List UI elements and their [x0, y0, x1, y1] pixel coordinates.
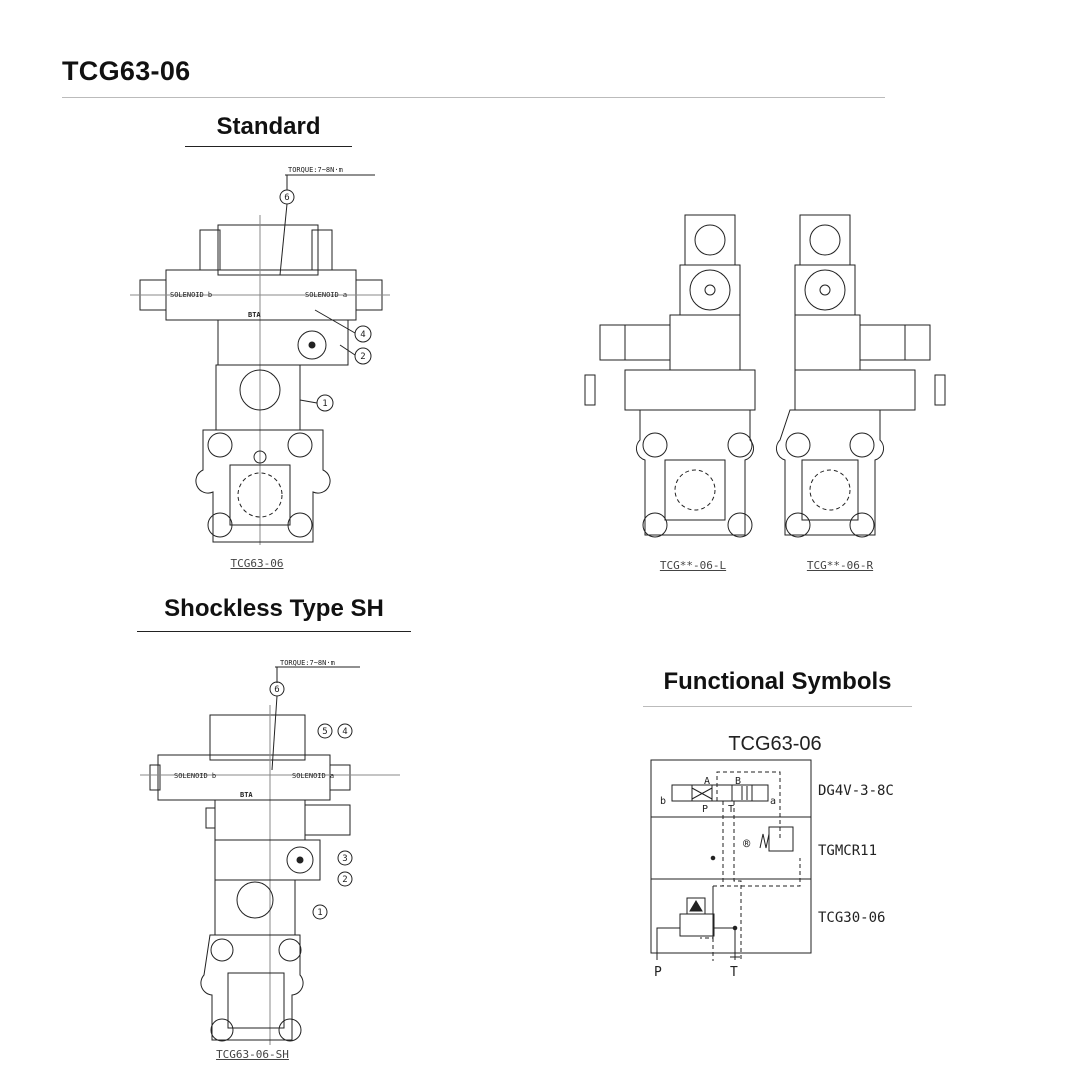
standard-caption: TCG63-06	[230, 557, 284, 570]
page-title: TCG63-06	[62, 56, 191, 86]
sh-callout-1: 1	[317, 908, 322, 918]
callout-6: 6	[284, 193, 289, 203]
solenoid-a-symbol-label: a	[770, 796, 776, 807]
torque-label: TORQUE:7~8N·m	[288, 166, 343, 174]
functional-symbol-diagram: TCG63-06 A B P T b a ® P T DG4V-	[650, 733, 894, 980]
sh-solenoid-b-label: SOLENOID b	[174, 772, 216, 780]
right-side-view	[776, 214, 946, 538]
functional-heading: Functional Symbols	[663, 668, 892, 695]
side-views-drawing	[584, 214, 946, 538]
title-divider	[62, 97, 885, 98]
callout-2: 2	[360, 352, 365, 362]
right-view-caption: TCG**-06-R	[806, 559, 874, 572]
layer-label-tcg30: TCG30-06	[818, 910, 885, 926]
layer-label-dg4v: DG4V-3-8C	[818, 783, 894, 799]
sh-callout-4: 4	[342, 727, 347, 737]
functional-underline	[643, 706, 912, 707]
callout-4: 4	[360, 330, 365, 340]
sh-solenoid-a-label: SOLENOID a	[292, 772, 334, 780]
port-p-inner-label: P	[702, 804, 708, 815]
port-a-label: A	[704, 776, 710, 787]
shockless-caption: TCG63-06-SH	[216, 1048, 289, 1061]
left-view-caption: TCG**-06-L	[659, 559, 727, 572]
sh-bta-logo: BTA	[240, 791, 253, 799]
solenoid-b-label: SOLENOID b	[170, 291, 212, 299]
port-t-label: T	[730, 965, 738, 980]
solenoid-a-label: SOLENOID a	[305, 291, 347, 299]
sh-callout-3: 3	[342, 854, 347, 864]
shockless-drawing: TORQUE:7~8N·m SOLENOID b SOLENOID a BTA …	[140, 659, 400, 1045]
symbol-model-label: TCG63-06	[728, 733, 821, 755]
port-b-label: B	[735, 776, 741, 787]
solenoid-b-symbol-label: b	[660, 796, 666, 807]
bta-logo: BTA	[248, 311, 261, 319]
callout-1: 1	[322, 399, 327, 409]
port-p-label: P	[654, 965, 662, 980]
shockless-underline	[137, 631, 411, 632]
left-side-view	[584, 214, 756, 538]
registered-mark: ®	[743, 837, 751, 851]
sh-callout-2: 2	[342, 875, 347, 885]
standard-heading: Standard	[216, 113, 321, 140]
layer-label-tgmcr: TGMCR11	[818, 843, 877, 859]
standard-drawing: TORQUE:7~8N·m SOLENOID b SOLENOID a BTA …	[130, 166, 390, 545]
sh-callout-6: 6	[274, 685, 279, 695]
sh-callout-5: 5	[322, 727, 327, 737]
port-t-inner-label: T	[728, 804, 734, 815]
shockless-heading: Shockless Type SH	[164, 595, 384, 622]
standard-underline	[185, 146, 352, 147]
sh-torque-label: TORQUE:7~8N·m	[280, 659, 335, 667]
